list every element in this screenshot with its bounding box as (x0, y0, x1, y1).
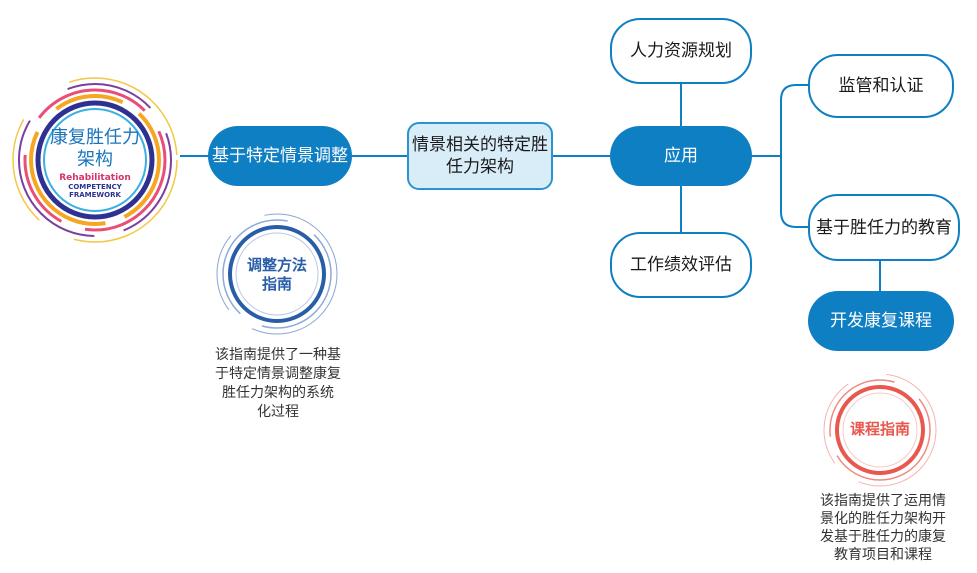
framework-title: 康复胜任力 架构 (30, 127, 160, 171)
hr-planning-node: 人力资源规划 (610, 18, 752, 84)
contextual-framework-node: 情景相关的特定胜 任力架构 (407, 122, 553, 190)
contextual-framework-line2: 任力架构 (446, 157, 514, 177)
performance-evaluation-node: 工作绩效评估 (610, 232, 752, 298)
logo-line1: Rehabilitation (59, 173, 131, 183)
curriculum-note-line3: 发基于胜任力的康复 (820, 529, 946, 545)
contextual-framework-line1: 情景相关的特定胜 (412, 135, 548, 155)
adjustment-badge-line1: 调整方法 (246, 256, 307, 274)
curriculum-guide-badge: 课程指南 (813, 372, 947, 490)
curriculum-note-line2: 景化的胜任力架构开 (820, 511, 946, 527)
logo-line3: FRAMEWORK (69, 191, 121, 199)
application-label: 应用 (664, 146, 698, 166)
adjustment-rings-icon (216, 213, 338, 335)
regulation-certification-label: 监管和认证 (838, 76, 924, 96)
contextual-adjustment-label: 基于特定情景调整 (212, 146, 348, 166)
curriculum-development-node: 开发康复课程 (808, 291, 954, 351)
framework-title-line2: 架构 (77, 149, 113, 170)
adjustment-guide-badge: 调整方法 指南 (213, 212, 347, 336)
contextual-adjustment-node: 基于特定情景调整 (208, 126, 352, 186)
curriculum-rings-icon (823, 373, 937, 487)
adjustment-badge-text: 调整方法 指南 (227, 256, 327, 294)
regulation-certification-node: 监管和认证 (808, 54, 954, 118)
framework-badge: 康复胜任力 架构 Rehabilitation COMPETENCY FRAME… (10, 75, 180, 245)
logo-line2: COMPETENCY (68, 183, 122, 191)
framework-title-line1: 康复胜任力 (50, 127, 140, 148)
performance-evaluation-label: 工作绩效评估 (630, 255, 732, 275)
adjustment-note-line1: 该指南提供了一种基 (215, 347, 341, 363)
framework-rings-icon (12, 77, 178, 243)
curriculum-note-line4: 教育项目和课程 (834, 547, 932, 563)
contextual-framework-label: 情景相关的特定胜 任力架构 (412, 134, 548, 178)
curriculum-guide-note: 该指南提供了运用情 景化的胜任力架构开 发基于胜任力的康复 教育项目和课程 (800, 492, 966, 564)
curriculum-note-line1: 该指南提供了运用情 (820, 493, 946, 509)
competency-education-node: 基于胜任力的教育 (808, 194, 960, 261)
application-node: 应用 (610, 126, 752, 186)
adjustment-note-line2: 于特定情景调整康复 (215, 366, 341, 382)
adjustment-note-line4: 化过程 (257, 404, 299, 420)
adjustment-note-line3: 胜任力架构的系统 (222, 385, 334, 401)
hr-planning-label: 人力资源规划 (630, 41, 732, 61)
adjustment-guide-note: 该指南提供了一种基 于特定情景调整康复 胜任力架构的系统 化过程 (198, 346, 358, 422)
curriculum-badge-text: 课程指南 (849, 420, 910, 438)
framework-logo-text: Rehabilitation COMPETENCY FRAMEWORK (35, 173, 155, 199)
competency-education-label: 基于胜任力的教育 (816, 217, 952, 238)
adjustment-badge-line2: 指南 (261, 275, 292, 293)
curriculum-development-label: 开发康复课程 (830, 311, 932, 331)
